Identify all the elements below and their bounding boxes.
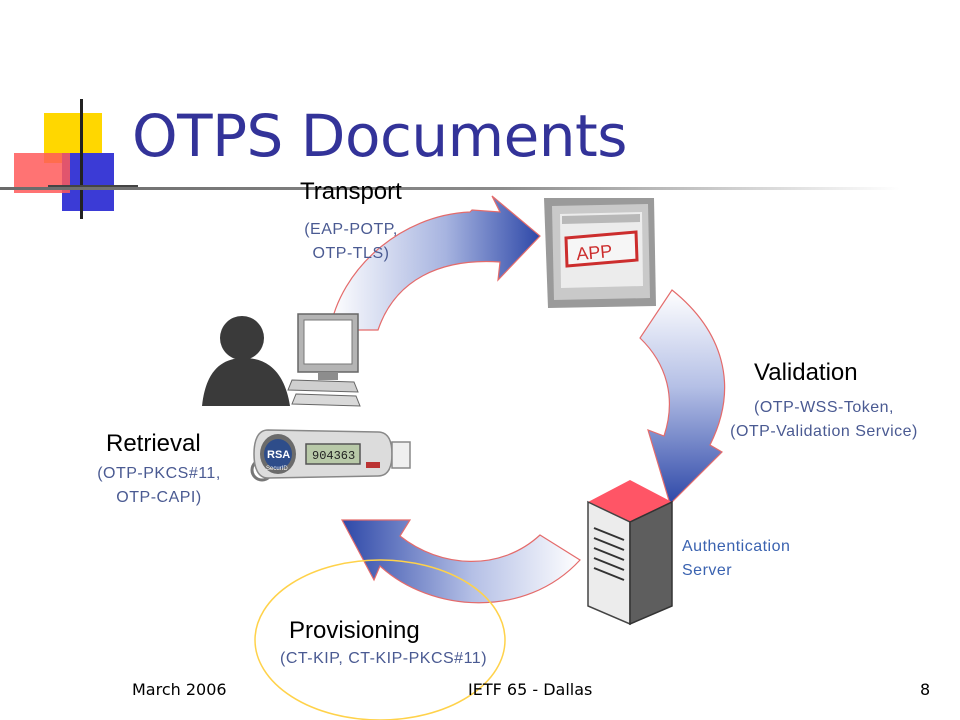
transport-label: Transport bbox=[300, 178, 402, 205]
validation-subtitle: (OTP-WSS-Token, (OTP-Validation Service) bbox=[698, 396, 950, 444]
provisioning-subtitle: (CT-KIP, CT-KIP-PKCS#11) bbox=[280, 650, 488, 667]
transport-line1: (EAP-POTP, bbox=[304, 221, 398, 238]
title-underline bbox=[0, 187, 900, 190]
corner-decoration bbox=[14, 99, 138, 219]
retrieval-label: Retrieval bbox=[106, 430, 201, 457]
retrieval-line2: OTP-CAPI) bbox=[116, 489, 202, 506]
app-badge-text: APP bbox=[575, 241, 613, 264]
server-line1: Authentication bbox=[682, 538, 791, 555]
retrieval-line1: (OTP-PKCS#11, bbox=[97, 465, 221, 482]
transport-line2: OTP-TLS) bbox=[312, 245, 390, 262]
transport-arrow bbox=[329, 195, 541, 331]
server-line2: Server bbox=[682, 562, 733, 579]
provisioning-arrow bbox=[341, 519, 581, 604]
server-label: Authentication Server bbox=[682, 535, 790, 583]
validation-line1: (OTP-WSS-Token, bbox=[754, 399, 894, 416]
retrieval-subtitle: (OTP-PKCS#11, OTP-CAPI) bbox=[78, 462, 240, 510]
token-brand-text: RSA bbox=[267, 449, 290, 461]
validation-label: Validation bbox=[754, 359, 858, 386]
securid-token-icon: RSA SecurID 904363 bbox=[250, 429, 411, 482]
user-workstation-icon bbox=[202, 313, 361, 407]
footer-page-number: 8 bbox=[920, 680, 931, 699]
token-product-text: SecurID bbox=[266, 466, 288, 472]
footer-date: March 2006 bbox=[132, 680, 227, 699]
provisioning-label: Provisioning bbox=[289, 617, 420, 644]
validation-line2: (OTP-Validation Service) bbox=[730, 423, 918, 440]
provisioning-ellipse bbox=[254, 559, 506, 720]
app-window-icon: APP bbox=[544, 198, 656, 308]
slide-title: OTPS Documents bbox=[132, 102, 628, 170]
transport-subtitle: (EAP-POTP, OTP-TLS) bbox=[288, 218, 414, 266]
authentication-server-icon bbox=[587, 480, 673, 626]
validation-arrow bbox=[639, 289, 726, 506]
footer-event: IETF 65 - Dallas bbox=[468, 680, 593, 699]
token-display-text: 904363 bbox=[312, 449, 355, 463]
